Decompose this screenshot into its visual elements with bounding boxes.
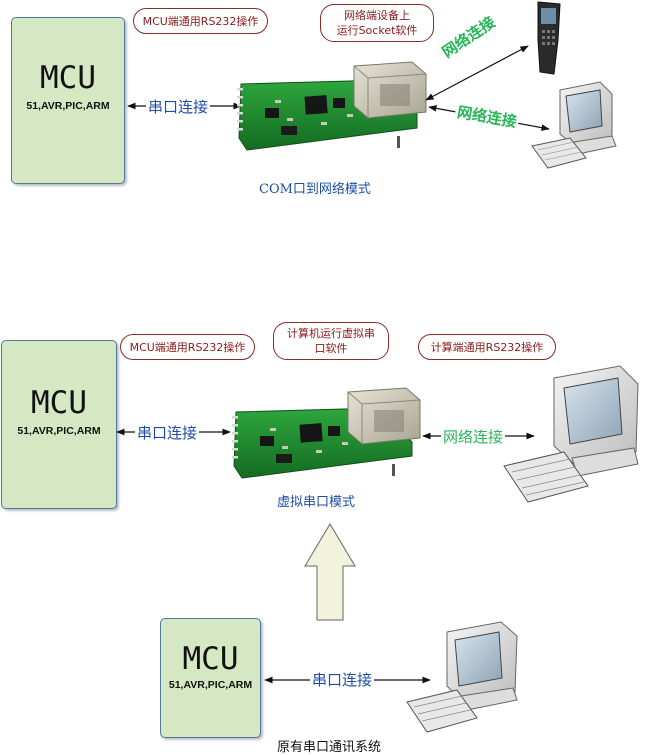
bubble-mcu-rs232-middle: MCU端通用RS232操作 — [120, 334, 255, 360]
bubble-pc-rs232: 计算端通用RS232操作 — [418, 334, 556, 360]
network-arrow-top-1 — [425, 45, 529, 101]
serial-label-bottom: 串口连接 — [310, 669, 375, 690]
up-arrow-icon — [304, 523, 356, 621]
bubble-line-1: 网络端设备上 — [344, 9, 410, 22]
mcu-box-bottom: MCU 51,AVR,PIC,ARM — [160, 618, 261, 738]
bubble-line-1: 计算机运行虚拟串 — [287, 327, 375, 340]
desktop-computer-icon-middle — [503, 365, 639, 503]
handheld-terminal-icon — [537, 1, 561, 75]
serial-label-middle: 串口连接 — [135, 422, 200, 443]
mcu-title: MCU — [40, 60, 96, 96]
mcu-subtitle: 51,AVR,PIC,ARM — [168, 679, 253, 691]
desktop-computer-icon-top — [531, 81, 617, 169]
rj45-jack-icon-middle — [347, 387, 421, 445]
caption-original-serial: 原有串口通讯系统 — [277, 740, 382, 755]
caption-com-to-network: COM口到网络模式 — [259, 182, 371, 197]
bubble-mcu-rs232-top: MCU端通用RS232操作 — [133, 8, 268, 34]
network-label-middle: 网络连接 — [441, 426, 506, 447]
rj45-jack-icon — [353, 61, 427, 119]
bubble-virtual-com: 计算机运行虚拟串 口软件 — [273, 322, 389, 360]
mcu-title: MCU — [182, 641, 239, 677]
bubble-line-2: 运行Socket软件 — [336, 24, 418, 37]
bubble-network-socket: 网络端设备上 运行Socket软件 — [320, 4, 434, 42]
mcu-subtitle: 51,AVR,PIC,ARM — [17, 425, 101, 437]
bubble-line-2: 口软件 — [314, 342, 348, 355]
mcu-box-top: MCU 51,AVR,PIC,ARM — [11, 17, 125, 184]
mcu-title: MCU — [31, 385, 87, 421]
caption-virtual-com: 虚拟串口模式 — [277, 495, 356, 510]
mcu-box-middle: MCU 51,AVR,PIC,ARM — [1, 340, 117, 509]
mcu-subtitle: 51,AVR,PIC,ARM — [26, 100, 110, 112]
serial-label-top: 串口连接 — [146, 96, 211, 117]
desktop-computer-icon-bottom — [406, 621, 518, 733]
